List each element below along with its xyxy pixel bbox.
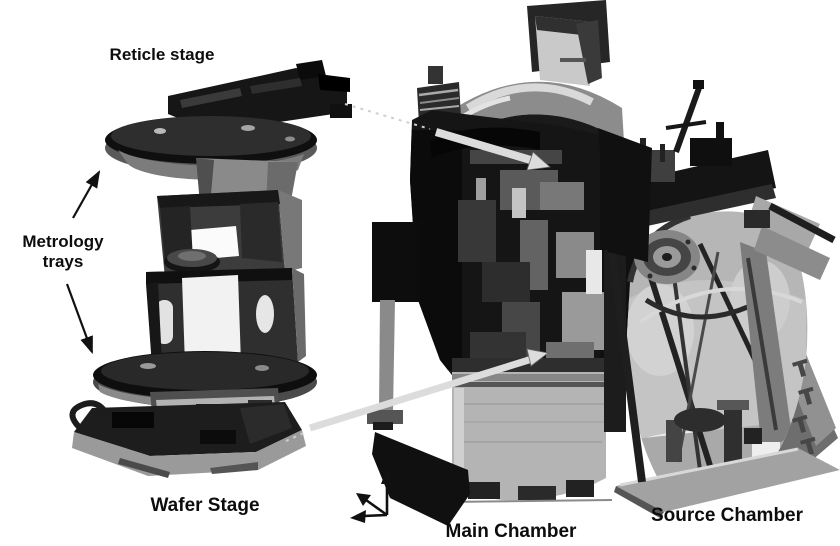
upper-stage-module — [157, 190, 302, 278]
source-top-assembly — [628, 80, 836, 280]
main-chamber-label: Main Chamber — [445, 521, 577, 542]
chamber-top-panel — [527, 0, 610, 86]
wafer-stage-base — [69, 400, 306, 478]
metrology-trays-label-line2: trays — [42, 252, 84, 272]
wafer-stage-label: Wafer Stage — [150, 495, 260, 516]
source-base-platform — [598, 128, 840, 518]
metrology-trays-label-line1: Metrology — [22, 232, 104, 251]
stage-assembly-illustration — [69, 60, 352, 478]
chamber-support-frame — [367, 222, 626, 526]
main-chamber-illustration — [367, 0, 638, 526]
source-chamber-label: Source Chamber — [650, 505, 804, 526]
source-collector-flange — [634, 230, 700, 284]
wafer-transfer-arrow — [285, 348, 549, 442]
reticle-stage-beam — [168, 60, 352, 132]
source-chamber-illustration — [598, 80, 840, 518]
metrology-arrow-upper — [72, 170, 101, 219]
axis-triad-icon — [350, 468, 393, 523]
source-port-fittings — [792, 358, 816, 455]
lower-stage-module — [146, 268, 306, 366]
metrology-arrow-lower — [65, 283, 94, 355]
metrology-trays-label: Metrology trays — [22, 232, 103, 273]
reticle-stage-label: Reticle stage — [109, 45, 215, 64]
reticle-transfer-arrow — [344, 103, 551, 171]
